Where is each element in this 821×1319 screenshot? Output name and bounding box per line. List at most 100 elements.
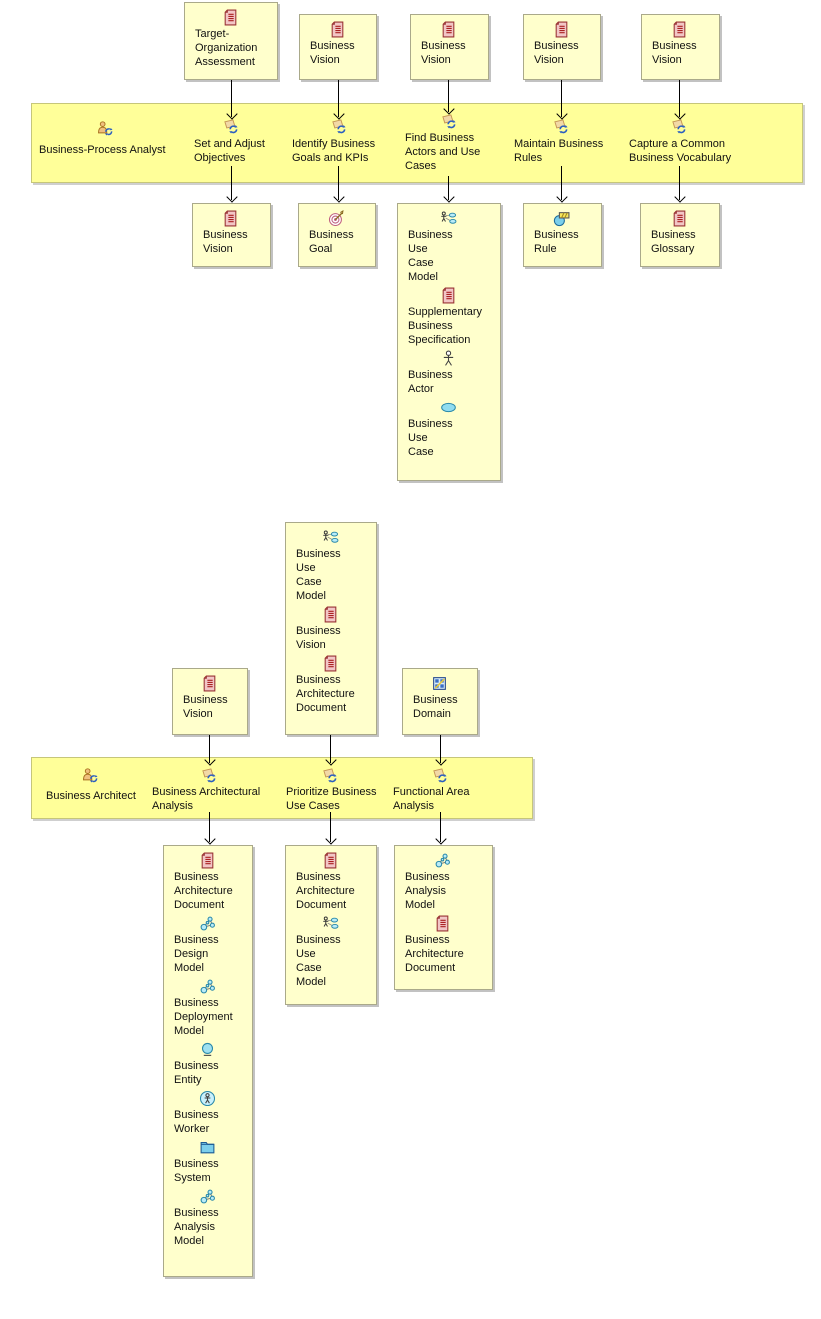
flow-arrow [556,80,567,119]
actor-icon [440,350,457,367]
artifact-label: Business Vision [421,40,466,66]
output-artifact-box: Business Architecture Document Business … [285,845,377,1005]
document-icon [322,655,339,672]
artifact-business-architecture-document[interactable]: Business Architecture Document [286,852,374,912]
output-artifact-box: Business Analysis Model Business Archite… [394,845,493,990]
artifact-business-architecture-document[interactable]: Business Architecture Document [286,655,374,715]
artifact-business-actor[interactable]: Business Actor [398,350,498,396]
artifact-business-vision[interactable]: Business Vision [524,21,598,67]
activity-icon[interactable] [201,767,218,784]
artifact-business-analysis-model[interactable]: Business Analysis Model [164,1188,250,1248]
artifact-business-vision[interactable]: Business Vision [300,21,374,67]
artifact-label: Business Analysis Model [174,1207,219,1247]
artifact-business-domain[interactable]: Business Domain [403,675,475,721]
artifact-label: Business Use Case Model [408,229,453,283]
input-artifact-box: Business Vision [299,14,377,80]
activity-icon[interactable] [432,767,449,784]
document-icon [440,287,457,304]
activity-icon[interactable] [441,113,458,130]
activity-icon[interactable] [671,118,688,135]
system-icon [199,1139,216,1156]
artifact-business-vision[interactable]: Business Vision [286,606,374,652]
activity-business-architectural-analysis[interactable]: Business Architectural Analysis [152,786,261,812]
activity-icon[interactable] [223,118,240,135]
artifact-label: Business Glossary [651,229,696,255]
artifact-label: Business Vision [296,625,341,651]
artifact-business-use-case-model[interactable]: Business Use Case Model [398,210,498,284]
output-artifact-box: Business Glossary [640,203,720,267]
use-case-model-icon [322,529,339,546]
artifact-business-glossary[interactable]: Business Glossary [641,210,717,256]
domain-icon [431,675,448,692]
artifact-label: Business Vision [183,694,228,720]
artifact-label: Business Vision [652,40,697,66]
artifact-label: Business Architecture Document [296,674,355,714]
activity-find-business-actors-and-use-cases[interactable]: Find Business Actors and Use Cases [405,132,481,172]
artifact-business-analysis-model[interactable]: Business Analysis Model [395,852,490,912]
activity-prioritize-business-use-cases[interactable]: Prioritize Business Use Cases [286,786,377,812]
use-case-model-icon [322,915,339,932]
activity-icon[interactable] [553,118,570,135]
artifact-business-deployment-model[interactable]: Business Deployment Model [164,978,250,1038]
activity-functional-area-analysis[interactable]: Functional Area Analysis [393,786,470,812]
artifact-business-goal[interactable]: Business Goal [299,210,373,256]
artifact-business-system[interactable]: Business System [164,1139,250,1185]
artifact-label: Business Domain [413,694,458,720]
flow-arrow [674,166,685,202]
role-label[interactable]: Business Architect [46,790,136,802]
business-process-analyst-icon[interactable] [97,120,114,137]
artifact-business-use-case-model[interactable]: Business Use Case Model [286,915,374,989]
flow-arrow [325,735,336,765]
artifact-business-architecture-document[interactable]: Business Architecture Document [164,852,250,912]
activity-icon[interactable] [322,767,339,784]
role-label[interactable]: Business-Process Analyst [39,144,166,156]
document-icon [671,21,688,38]
flow-arrow [443,80,454,114]
artifact-label: Business Analysis Model [405,871,450,911]
artifact-business-design-model[interactable]: Business Design Model [164,915,250,975]
document-icon [440,21,457,38]
artifact-business-vision[interactable]: Business Vision [193,210,268,256]
artifact-supplementary-business-specification[interactable]: Supplementary Business Specification [398,287,498,347]
artifact-target-organization-assessment[interactable]: Target- Organization Assessment [185,9,275,69]
flow-arrow [226,80,237,119]
artifact-business-use-case[interactable]: Business Use Case [398,399,498,459]
artifact-label: Business Entity [174,1060,219,1086]
activity-set-and-adjust-objectives[interactable]: Set and Adjust Objectives [194,138,265,164]
artifact-business-vision[interactable]: Business Vision [642,21,717,67]
artifact-business-use-case-model[interactable]: Business Use Case Model [286,529,374,603]
entity-icon [199,1041,216,1058]
artifact-business-entity[interactable]: Business Entity [164,1041,250,1087]
activity-maintain-business-rules[interactable]: Maintain Business Rules [514,138,604,164]
role-band-business-process-analyst: Business-Process Analyst Set and Adjust … [31,103,803,183]
activity-icon[interactable] [331,118,348,135]
activity-identify-business-goals-and-kpis[interactable]: Identify Business Goals and KPIs [292,138,376,164]
rule-icon [553,210,570,227]
artifact-label: Business Architecture Document [296,871,355,911]
document-icon [322,852,339,869]
artifact-label: Business Design Model [174,934,219,974]
model-icon [199,1188,216,1205]
flow-arrow [674,80,685,119]
activity-capture-a-common-business-vocabulary[interactable]: Capture a Common Business Vocabulary [629,138,732,164]
input-artifact-box: Business Vision [172,668,248,735]
artifact-label: Supplementary Business Specification [408,306,482,346]
artifact-label: Business Actor [408,369,453,395]
artifact-business-architecture-document[interactable]: Business Architecture Document [395,915,490,975]
business-architect-icon[interactable] [82,767,99,784]
flow-arrow [333,80,344,119]
artifact-label: Business Goal [309,229,354,255]
flow-arrow [204,812,215,844]
flow-arrow [226,166,237,202]
artifact-label: Target- Organization Assessment [195,28,258,68]
artifact-business-rule[interactable]: Business Rule [524,210,599,256]
flow-arrow [435,812,446,844]
artifact-label: Business Architecture Document [405,934,464,974]
artifact-label: Business Rule [534,229,579,255]
artifact-business-vision[interactable]: Business Vision [173,675,245,721]
artifact-business-vision[interactable]: Business Vision [411,21,486,67]
input-artifact-box: Business Domain [402,668,478,735]
artifact-label: Business System [174,1158,219,1184]
artifact-business-worker[interactable]: Business Worker [164,1090,250,1136]
input-artifact-box: Business Use Case Model Business Vision … [285,522,377,735]
